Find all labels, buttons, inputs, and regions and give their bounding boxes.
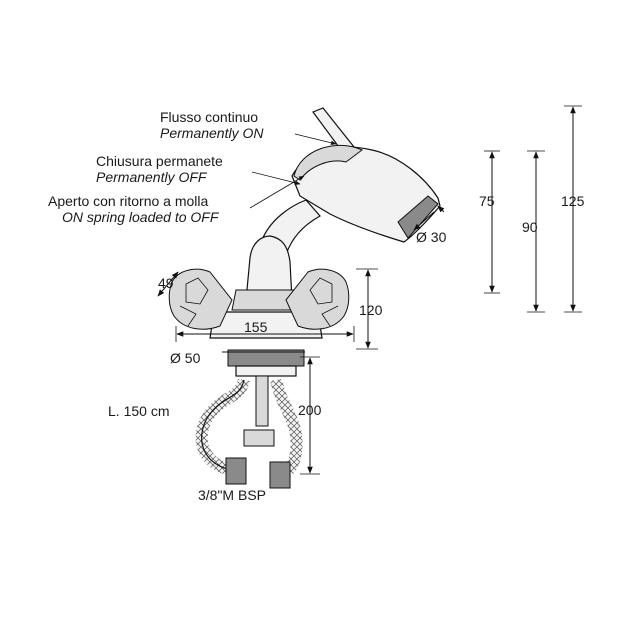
dim-diameter-50: Ø 50 <box>170 350 201 366</box>
dim-90: 90 <box>522 219 538 235</box>
center-column <box>245 235 293 301</box>
left-knob <box>168 268 233 330</box>
supply-hoses <box>195 375 303 489</box>
dim-120: 120 <box>359 302 383 318</box>
label-flusso-continuo: Flusso continuo <box>160 109 258 125</box>
spray-face <box>397 195 439 239</box>
control-dome <box>293 144 363 181</box>
thread-size-label: 3/8"M BSP <box>198 487 266 503</box>
dim-49: 49 <box>158 275 174 291</box>
label-chiusura-permanete: Chiusura permanete <box>96 153 223 169</box>
dim-125: 125 <box>561 193 585 209</box>
dim-155: 155 <box>244 319 268 335</box>
label-permanently-on: Permanently ON <box>160 125 264 141</box>
fitting-right <box>269 461 291 489</box>
faucet-body <box>168 107 441 377</box>
right-knob <box>285 268 350 330</box>
dim-200: 200 <box>298 402 322 418</box>
label-permanently-off: Permanently OFF <box>96 169 208 185</box>
label-aperto-ritorno-molla: Aperto con ritorno a molla <box>48 193 209 209</box>
label-on-spring-loaded: ON spring loaded to OFF <box>62 209 220 225</box>
fitting-left <box>225 457 247 485</box>
hose-length-label: L. 150 cm <box>108 403 169 419</box>
dim-diameter-30: Ø 30 <box>416 229 447 245</box>
center-stud <box>255 375 269 427</box>
dim-75: 75 <box>479 193 495 209</box>
